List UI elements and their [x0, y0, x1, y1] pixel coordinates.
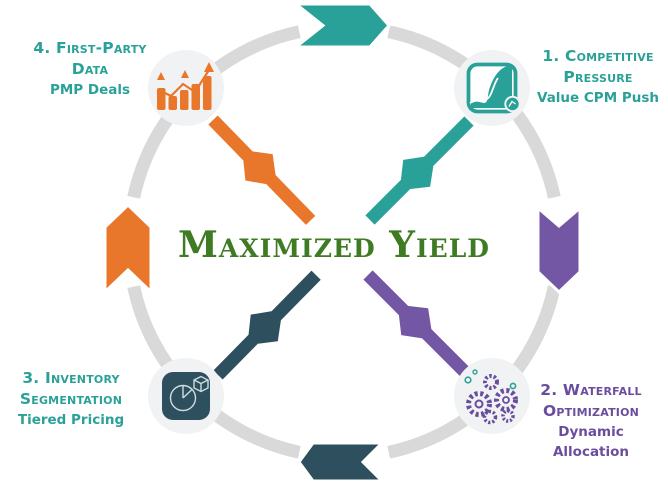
item-waterfall-subtitle: Dynamic Allocation: [552, 424, 630, 460]
connector-arrow-inventory-icon: [213, 270, 321, 380]
center-title: Maximized Yield: [178, 224, 490, 266]
gears-icon: [464, 369, 518, 425]
medallion-waterfall: [454, 358, 530, 434]
item-competitive-subtitle: Value CPM Push: [536, 90, 659, 106]
flow-arrows: [103, 2, 582, 483]
segmented-pie-icon: [162, 372, 210, 420]
item-competitive-heading-line2: Pressure: [563, 68, 633, 86]
flow-arrow-right-icon: [536, 204, 582, 295]
item-competitive-heading-line1: 1. Competitive: [542, 47, 654, 65]
item-inventory-subtitle: Tiered Pricing: [17, 412, 125, 428]
item-inventory-label: 3. Inventory Segmentation Tiered Pricing: [2, 368, 140, 430]
s-curve-chart-icon: [466, 62, 521, 114]
item-first-party-subtitle: PMP Deals: [49, 82, 131, 98]
connector-arrow-first-party-icon: [208, 115, 316, 225]
bar-chart-growth-icon: [157, 62, 214, 110]
connector-arrow-competitive-icon: [365, 116, 474, 225]
connector-arrow-waterfall-icon: [363, 270, 472, 379]
item-inventory-heading-line2: Segmentation: [19, 390, 123, 408]
item-first-party-heading-line1: 4. First-Party: [33, 39, 147, 57]
item-competitive-label: 1. Competitive Pressure Value CPM Push: [528, 46, 668, 108]
flow-arrow-bottom-icon: [297, 441, 386, 483]
item-first-party-heading-line2: Data: [71, 60, 109, 78]
connector-arrows: [208, 115, 474, 380]
item-waterfall-heading-line1: 2. Waterfall: [540, 381, 642, 399]
item-inventory-heading-line1: 3. Inventory: [22, 369, 120, 387]
flow-arrow-left-icon: [103, 202, 153, 296]
item-waterfall-label: 2. Waterfall Optimization Dynamic Alloca…: [518, 380, 664, 462]
item-waterfall-heading-line2: Optimization: [542, 402, 640, 420]
flow-arrow-top-icon: [291, 2, 392, 49]
item-first-party-label: 4. First-Party Data PMP Deals: [16, 38, 164, 100]
